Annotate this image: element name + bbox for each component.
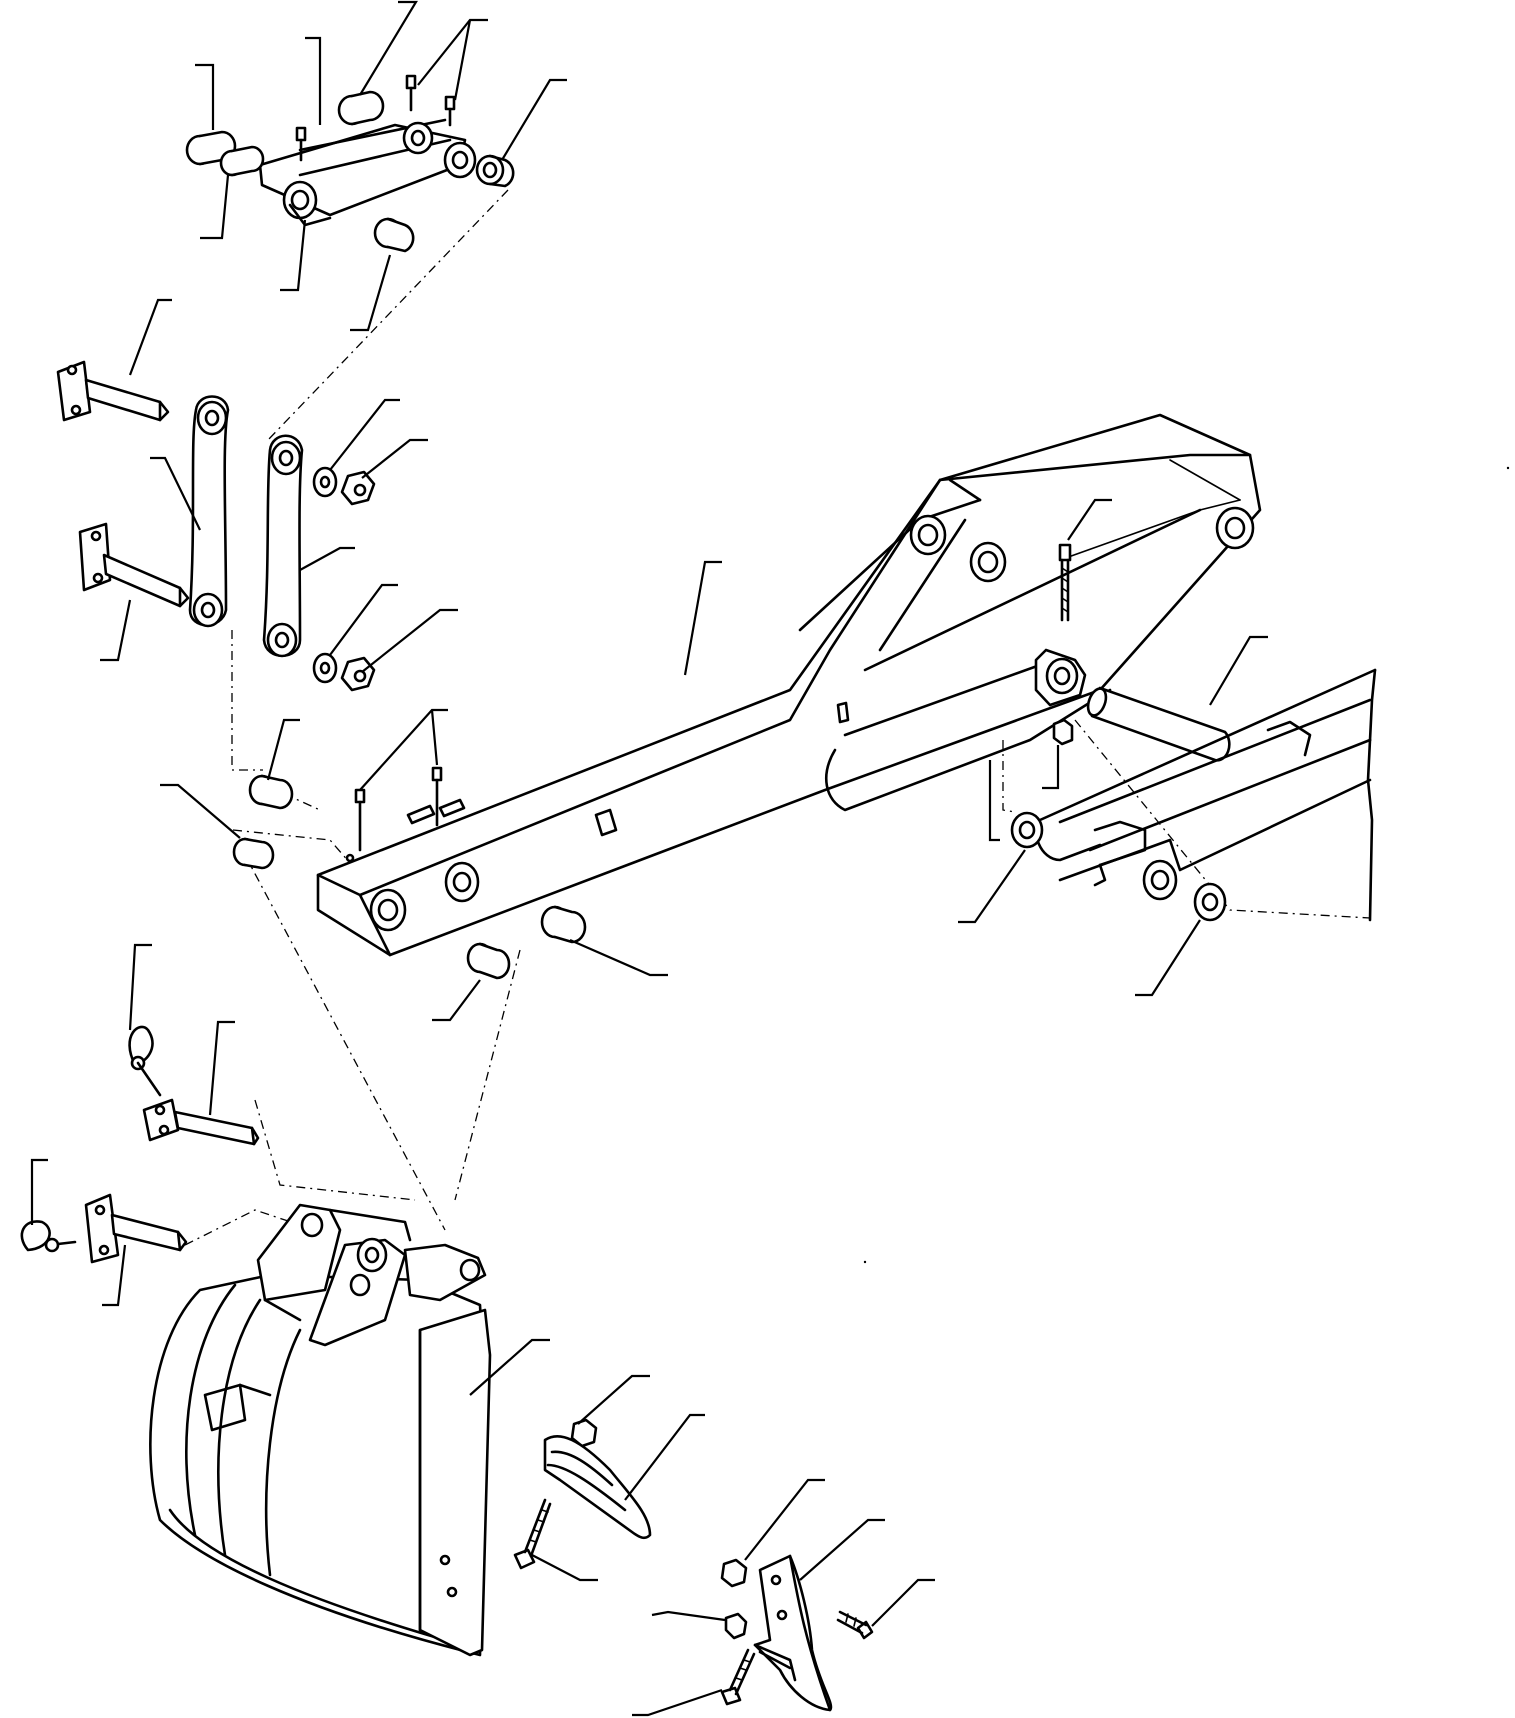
bucket-link-yoke [258, 118, 477, 227]
bucket-pin-lower [84, 1193, 188, 1264]
bolt-tooth-2 [720, 1648, 756, 1706]
bolt-tooth-1 [836, 1610, 874, 1640]
bushing-dipper-1 [248, 774, 294, 810]
bucket [149, 1203, 492, 1657]
washer-link-upper [312, 466, 338, 498]
bushing-top-5 [373, 217, 415, 253]
link-pin-upper [56, 360, 170, 422]
lynch-pin-lower [20, 1220, 77, 1253]
washer-link-lower [312, 652, 338, 684]
side-cutter [543, 1435, 652, 1540]
stray-dot [863, 1260, 867, 1264]
washer-boom-2 [1193, 882, 1227, 922]
tooth [753, 1554, 833, 1712]
nut-link-lower [340, 656, 376, 692]
grease-nipple-dipper-2 [431, 766, 443, 827]
lynch-pin-upper [128, 1025, 162, 1097]
stray-dot [1506, 466, 1510, 470]
bushing-top-4 [475, 154, 515, 188]
bushing-top-2 [219, 145, 265, 177]
pivot-pin [1086, 686, 1231, 762]
callout-leaders [30, 0, 1268, 1717]
nut-dipper [1052, 718, 1074, 746]
nut-link-upper [340, 470, 376, 506]
nut-tooth-1 [720, 1558, 748, 1588]
bolt-dipper [1058, 543, 1072, 622]
grease-nipple-2 [405, 74, 417, 112]
bushing-top-3 [337, 90, 385, 126]
bushing-dipper-4 [540, 905, 587, 944]
bucket-pin-upper [142, 1098, 260, 1146]
link-arm-left [188, 395, 230, 628]
bushing-dipper-2 [232, 837, 275, 870]
bolt-side-cutter [513, 1498, 552, 1570]
link-pin-lower [78, 522, 190, 608]
washer-boom-1 [1010, 811, 1044, 849]
boom-mount [1034, 668, 1377, 922]
grease-nipple-1 [295, 126, 307, 162]
grease-nipple-3 [444, 95, 456, 127]
nut-tooth-2 [724, 1612, 748, 1640]
bushing-dipper-3 [466, 942, 511, 980]
link-arm-right [262, 434, 304, 658]
grease-nipple-dipper-1 [354, 788, 366, 852]
nut-side-cutter [570, 1418, 598, 1448]
dipper-arm [316, 413, 1262, 957]
